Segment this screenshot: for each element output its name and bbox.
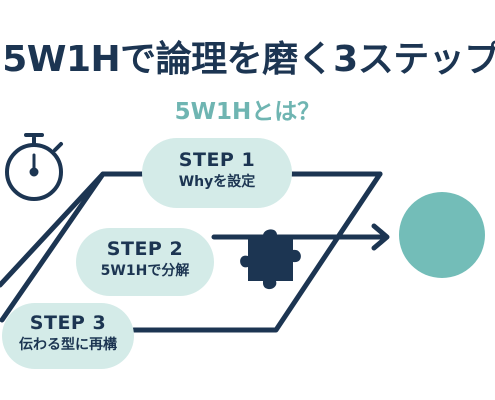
- left-diagonal-line: [0, 171, 106, 323]
- right-diagonal-line: [131, 171, 383, 333]
- step-1-label: STEP 1: [178, 149, 256, 171]
- step-1-description: Whyを設定: [178, 174, 256, 190]
- step-1-box: STEP 1 Whyを設定: [142, 138, 292, 208]
- page-title: 5W1Hで論理を磨く3ステップ: [2, 39, 495, 80]
- puzzle-piece-icon: [240, 229, 301, 290]
- step-2-description: 5W1Hで分解: [100, 263, 190, 279]
- step-3-description: 伝わる型に再構: [19, 337, 117, 353]
- step-2-label: STEP 2: [106, 238, 184, 260]
- step-2-box: STEP 2 5W1Hで分解: [76, 228, 214, 296]
- page-subtitle: 5W1Hとは？: [174, 99, 321, 125]
- goal-circle: [399, 192, 485, 278]
- arrow-right-icon: [371, 223, 390, 251]
- step-3-box: STEP 3 伝わる型に再構: [2, 303, 134, 369]
- step-3-label: STEP 3: [29, 312, 107, 334]
- stopwatch-icon: [5, 133, 63, 201]
